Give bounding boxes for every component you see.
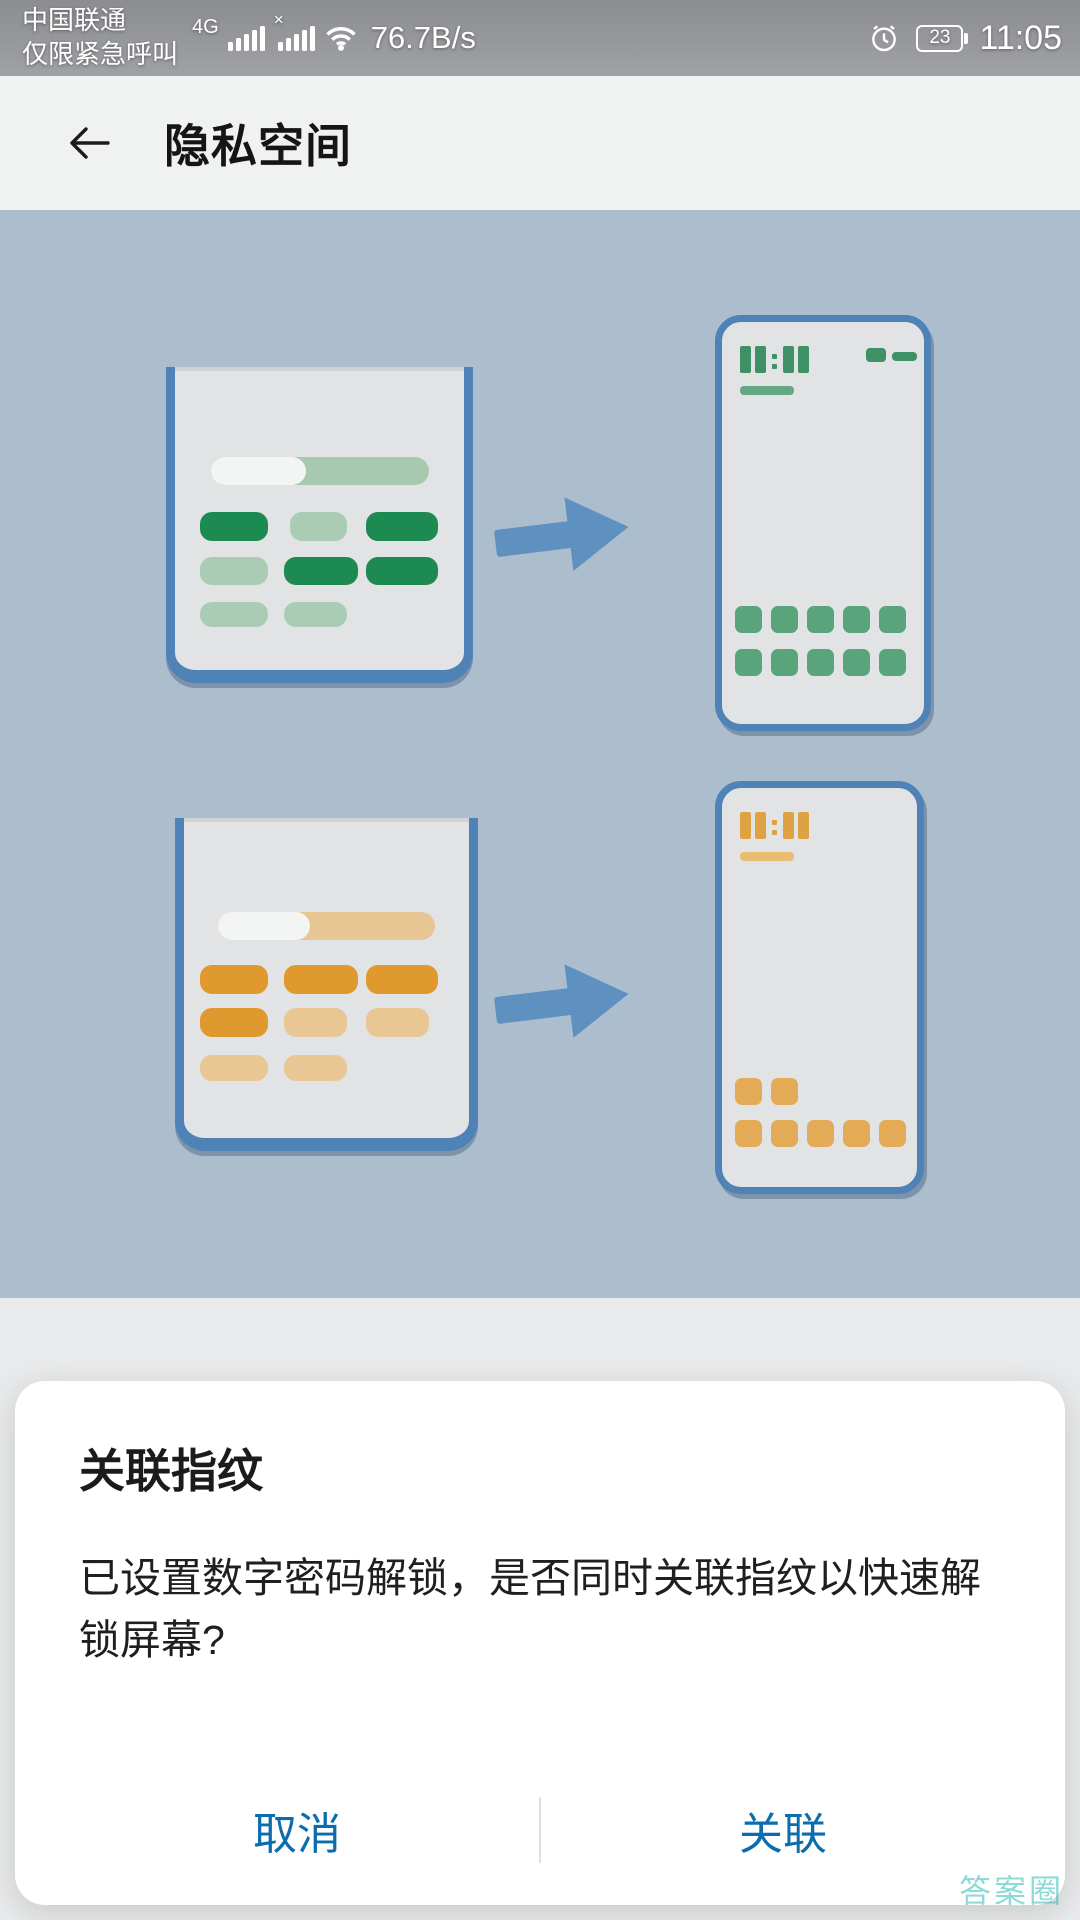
- app-tile: [735, 606, 762, 633]
- app-tile: [807, 606, 834, 633]
- content-pill: [366, 1008, 429, 1037]
- content-pill: [211, 457, 429, 485]
- app-tile: [807, 1120, 834, 1147]
- watermark: 答案圈: [958, 1873, 1064, 1909]
- status-bar: 中国联通 仅限紧急呼叫 4G × 76.7B/s: [0, 0, 1080, 76]
- page-title: 隐私空间: [164, 120, 352, 172]
- content-pill: [200, 965, 268, 994]
- no-service-mark: ×: [273, 9, 284, 29]
- app-tile: [843, 606, 870, 633]
- battery-percent: 23: [929, 27, 951, 48]
- content-pill: [200, 1055, 268, 1081]
- phone-mockup-private-space-green: [715, 315, 931, 731]
- associate-button[interactable]: 关联: [541, 1798, 1025, 1862]
- app-tile: [879, 606, 906, 633]
- content-pill: [284, 965, 358, 994]
- content-pill: [366, 557, 438, 585]
- network-type-label: 4G: [192, 15, 219, 38]
- app-tile: [771, 1120, 798, 1147]
- app-tile: [879, 1120, 906, 1147]
- widget-icon: [892, 352, 917, 361]
- content-pill: [200, 512, 268, 541]
- app-tile: [735, 1078, 762, 1105]
- content-pill: [200, 557, 268, 585]
- back-arrow-icon: [70, 127, 110, 159]
- app-tile: [807, 649, 834, 676]
- content-pill: [366, 512, 438, 541]
- app-tile: [879, 649, 906, 676]
- carrier-name: 中国联通: [22, 5, 127, 36]
- widget-underline: [740, 852, 794, 861]
- phone-mockup-private-space-orange: [715, 781, 924, 1194]
- battery-indicator: 23: [916, 24, 969, 52]
- content-pill: [218, 912, 435, 940]
- dialog-buttons: 取消 关联: [55, 1769, 1025, 1891]
- content-pill: [284, 1055, 347, 1081]
- dialog-message: 已设置数字密码解锁，是否同时关联指纹以快速解锁屏幕?: [79, 1555, 981, 1664]
- alarm-icon: [872, 25, 897, 52]
- clock-time: 11:05: [979, 18, 1062, 57]
- network-speed: 76.7B/s: [370, 20, 476, 55]
- content-pill: [284, 602, 347, 627]
- emergency-call-text: 仅限紧急呼叫: [22, 39, 179, 69]
- phone-mockup-main-space-orange: [175, 818, 478, 1151]
- back-button[interactable]: [58, 112, 120, 174]
- content-pill: [200, 602, 268, 627]
- app-tile: [843, 1120, 870, 1147]
- button-divider: [539, 1797, 541, 1863]
- widget-icon: [866, 348, 886, 362]
- fingerprint-dialog: 关联指纹 已设置数字密码解锁，是否同时关联指纹以快速解锁屏幕? 取消 关联: [15, 1381, 1065, 1905]
- content-pill: [284, 1008, 347, 1037]
- app-header: 隐私空间: [0, 76, 1080, 210]
- wifi-icon: [325, 26, 356, 51]
- signal-bars-sim2-icon: ×: [274, 10, 315, 51]
- widget-underline: [740, 386, 794, 395]
- arrow-right-icon: [491, 957, 634, 1047]
- content-pill: [290, 512, 347, 541]
- clock-widget-icon: [740, 346, 809, 373]
- app-tile: [843, 649, 870, 676]
- phone-mockup-main-space-green: [166, 367, 473, 683]
- dialog-title: 关联指纹: [79, 1445, 263, 1497]
- content-pill: [366, 965, 438, 994]
- cancel-button[interactable]: 取消: [55, 1798, 539, 1862]
- app-tile: [771, 606, 798, 633]
- app-tile: [771, 649, 798, 676]
- clock-widget-icon: [740, 812, 809, 839]
- content-pill: [200, 1008, 268, 1037]
- app-tile: [771, 1078, 798, 1105]
- signal-bars-sim1-icon: [227, 25, 265, 51]
- content-pill-cap: [218, 912, 310, 940]
- app-tile: [735, 1120, 762, 1147]
- app-tile: [735, 649, 762, 676]
- privacy-space-illustration: [0, 210, 1080, 1298]
- content-pill-cap: [211, 457, 306, 485]
- content-pill: [284, 557, 358, 585]
- arrow-right-icon: [491, 490, 634, 580]
